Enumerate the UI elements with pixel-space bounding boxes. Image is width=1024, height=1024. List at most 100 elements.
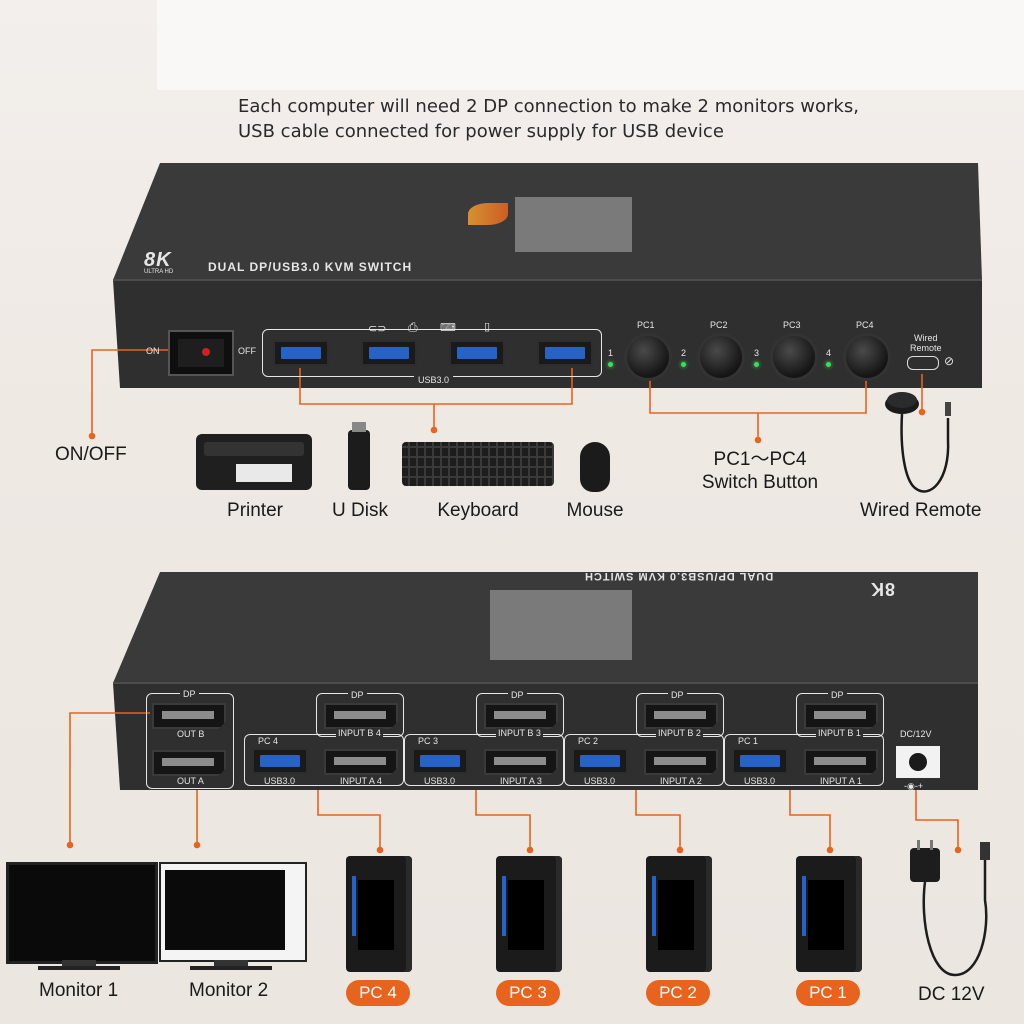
dp-label: DP <box>668 690 687 700</box>
dp-input-b4-port[interactable] <box>324 703 398 729</box>
rear-logo-redacted <box>490 590 632 660</box>
pc1-rear-label: PC 1 <box>738 736 759 746</box>
pc4-label: PC4 <box>856 320 874 330</box>
power-adapter-graphic <box>910 840 990 977</box>
pc3-tower-image <box>496 856 562 972</box>
dp-out-b-port[interactable] <box>152 703 226 729</box>
on-off-label: ON/OFF <box>55 444 127 465</box>
front-device-face <box>113 280 982 388</box>
front-8k-badge: 8K <box>144 249 172 271</box>
led-number-1: 1 <box>608 348 614 358</box>
usb-input-pc4-port[interactable] <box>252 748 308 774</box>
usb-label-pc1: USB3.0 <box>744 776 776 786</box>
front-ultra-badge: ULTRA HD <box>144 269 174 275</box>
intro-line-1: Each computer will need 2 DP connection … <box>238 96 859 117</box>
led-number-2: 2 <box>681 348 687 358</box>
input-a3-label: INPUT A 3 <box>500 776 542 786</box>
pc2-tower-image <box>646 856 712 972</box>
mouse-label: Mouse <box>566 500 624 521</box>
dp-out-a-port[interactable] <box>152 750 226 776</box>
monitor-2-label: Monitor 2 <box>189 980 269 1001</box>
dc-rear-label: DC/12V <box>900 729 932 739</box>
printer-label: Printer <box>227 500 283 521</box>
usb-port-1[interactable] <box>273 340 329 366</box>
front-model-label: DUAL DP/USB3.0 KVM SWITCH <box>208 260 413 274</box>
keyboard-image <box>402 442 554 486</box>
dp-input-a3-port[interactable] <box>484 749 558 775</box>
input-group-pc2: DP INPUT B 2 PC 2 USB3.0 INPUT A 2 <box>564 690 724 790</box>
pc3-badge: PC 3 <box>496 980 560 1006</box>
out-b-label: OUT B <box>177 729 205 739</box>
input-group-pc3: DP INPUT B 3 PC 3 USB3.0 INPUT A 3 <box>404 690 564 790</box>
mouse-image <box>580 442 610 492</box>
dp-input-b1-port[interactable] <box>804 703 878 729</box>
pc4-switch-button[interactable] <box>846 336 888 378</box>
dc-polarity-icon: -◉-+ <box>904 781 924 791</box>
out-dp-label: DP <box>180 689 199 699</box>
monitor-2-image <box>159 862 307 962</box>
input-a1-label: INPUT A 1 <box>820 776 862 786</box>
pc3-switch-button[interactable] <box>773 336 815 378</box>
usb-device-icon: ⊂⊃ <box>368 323 387 335</box>
dp-label: DP <box>508 690 527 700</box>
dp-input-a4-port[interactable] <box>324 749 398 775</box>
dc-12v-label: DC 12V <box>918 984 985 1005</box>
out-a-label: OUT A <box>177 776 204 786</box>
dp-label: DP <box>828 690 847 700</box>
pc3-rear-label: PC 3 <box>418 736 439 746</box>
pc2-switch-button[interactable] <box>700 336 742 378</box>
input-b3-label: INPUT B 3 <box>496 728 543 738</box>
brand-logo <box>468 203 508 225</box>
input-b2-label: INPUT B 2 <box>656 728 703 738</box>
monitor-1-image <box>6 862 158 964</box>
printer-icon: ⎙ <box>408 320 418 334</box>
logo-redacted <box>515 197 632 252</box>
pc4-rear-label: PC 4 <box>258 736 279 746</box>
pc2-rear-label: PC 2 <box>578 736 599 746</box>
dp-input-b3-port[interactable] <box>484 703 558 729</box>
usb-input-pc2-port[interactable] <box>572 748 628 774</box>
power-rocker-switch[interactable] <box>168 330 234 376</box>
usb-input-pc1-port[interactable] <box>732 748 788 774</box>
led-number-3: 3 <box>754 348 760 358</box>
wired-remote-graphic <box>885 392 951 493</box>
pc4-badge: PC 4 <box>346 980 410 1006</box>
dp-input-b2-port[interactable] <box>644 703 718 729</box>
intro-line-2: USB cable connected for power supply for… <box>238 121 724 142</box>
switch-on-label: ON <box>146 346 160 356</box>
pc1-switch-button[interactable] <box>627 336 669 378</box>
pc1-label: PC1 <box>637 320 655 330</box>
dc-power-jack[interactable] <box>896 746 940 778</box>
usb-port-2[interactable] <box>361 340 417 366</box>
monitor-1-label: Monitor 1 <box>39 980 119 1001</box>
remote-port-icon: ⊘ <box>944 354 955 368</box>
led-1 <box>608 362 613 367</box>
udisk-label: U Disk <box>332 500 388 521</box>
usb-label-pc4: USB3.0 <box>264 776 296 786</box>
switch-off-label: OFF <box>238 346 256 356</box>
pc1-tower-image <box>796 856 862 972</box>
led-2 <box>681 362 686 367</box>
usb-input-pc3-port[interactable] <box>412 748 468 774</box>
front-usb-label: USB3.0 <box>418 375 450 385</box>
top-banner-area <box>157 0 1024 90</box>
rear-callout-lines <box>66 712 962 854</box>
input-b1-label: INPUT B 1 <box>816 728 863 738</box>
mouse-icon: ▯ <box>484 321 491 333</box>
usb-port-4[interactable] <box>537 340 593 366</box>
dp-input-a1-port[interactable] <box>804 749 878 775</box>
wired-remote-port[interactable] <box>907 356 939 370</box>
udisk-image <box>348 422 370 490</box>
wired-remote-port-label: Wired Remote <box>910 333 942 353</box>
usb-port-3[interactable] <box>449 340 505 366</box>
switch-button-label: PC1～PC4 Switch Button <box>701 449 819 493</box>
input-a4-label: INPUT A 4 <box>340 776 382 786</box>
keyboard-label: Keyboard <box>437 500 519 521</box>
input-b4-label: INPUT B 4 <box>336 728 383 738</box>
pc2-badge: PC 2 <box>646 980 710 1006</box>
dp-input-a2-port[interactable] <box>644 749 718 775</box>
keyboard-icon: ⌨ <box>440 322 456 334</box>
rear-8k-badge: 8K <box>870 579 896 599</box>
usb-label-pc2: USB3.0 <box>584 776 616 786</box>
led-number-4: 4 <box>826 348 832 358</box>
